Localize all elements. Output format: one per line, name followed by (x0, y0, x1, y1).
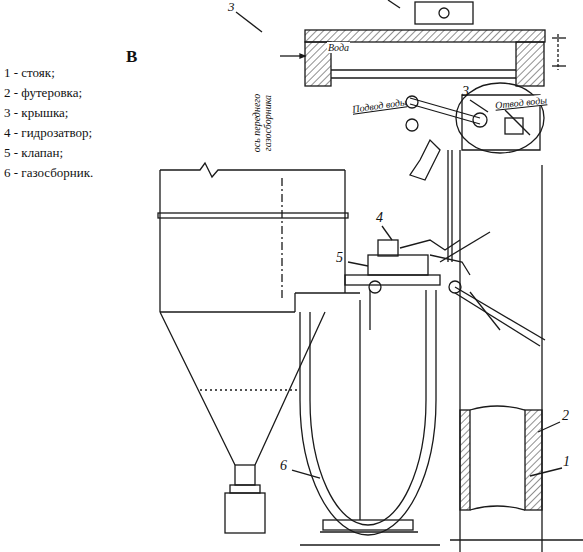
callout-number: 1 (563, 454, 570, 469)
legend-line: 4 - гидрозатвор; (4, 126, 92, 140)
callout-number: 3 (462, 84, 469, 99)
water-label: Вода (327, 42, 350, 53)
callout-number: 3 (228, 0, 235, 14)
callout-number: 4 (376, 210, 383, 225)
water-inlet-label: Подвод воды (352, 96, 408, 115)
legend-line: 5 - клапан; (4, 146, 63, 160)
figure-letter: В (126, 48, 137, 67)
legend-line: 2 - футеровка; (4, 86, 82, 100)
callout-number: 2 (562, 408, 569, 423)
callout-number: 5 (336, 250, 343, 265)
legend-line: 3 - крышка; (4, 106, 68, 120)
legend-line: 1 - стояк; (4, 66, 55, 80)
legend-line: 6 - газосборник. (4, 166, 93, 180)
callout-number: 6 (280, 458, 287, 473)
axis-label: ось переднего газосборника (251, 73, 273, 173)
